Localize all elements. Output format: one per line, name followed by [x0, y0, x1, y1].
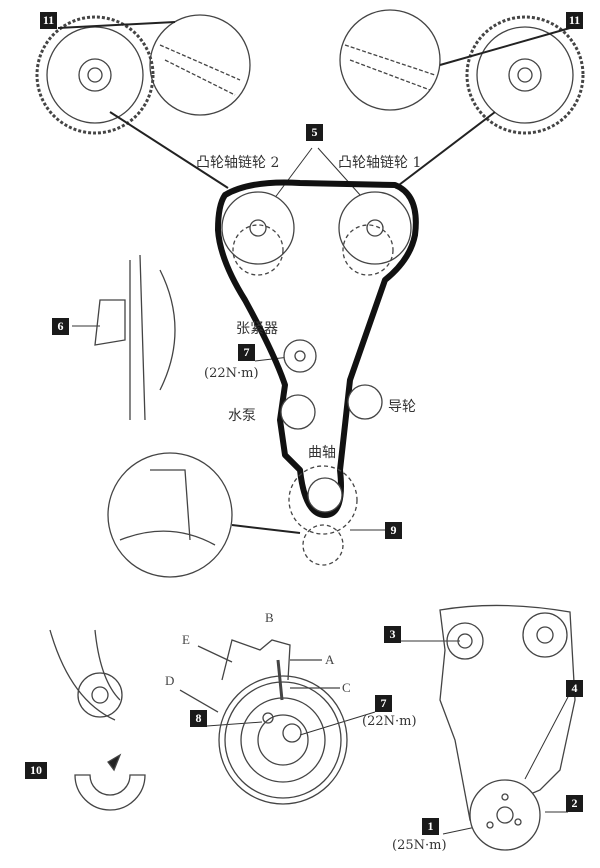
- crank-tool-detail: [49, 629, 146, 811]
- label-crankshaft: 曲轴: [308, 445, 336, 461]
- callout-2: 2: [566, 795, 583, 812]
- callout-7-bottom: 7: [375, 695, 392, 712]
- callout-9: 9: [385, 522, 402, 539]
- callout-10: 10: [25, 762, 47, 779]
- leader-lines: [57, 21, 571, 189]
- label-tensioner-torque-detail: (22N·m): [362, 714, 417, 729]
- letter-b: B: [265, 610, 274, 625]
- label-water-pump: 水泵: [228, 408, 256, 424]
- tensioner-side-detail: [94, 254, 176, 421]
- label-tensioner-torque: (22N·m): [204, 366, 259, 381]
- callout-11-right: 11: [566, 12, 583, 29]
- label-idler: 导轮: [388, 399, 416, 415]
- letter-d: D: [165, 673, 175, 688]
- callout-5: 5: [306, 124, 323, 141]
- cam-sprocket-detail-left: [35, 14, 251, 135]
- letter-a: A: [325, 652, 335, 667]
- callout-4: 4: [566, 680, 583, 697]
- callout-8: 8: [190, 710, 207, 727]
- timing-cover: [439, 604, 576, 851]
- callout-7-top: 7: [238, 344, 255, 361]
- callout-1: 1: [422, 818, 439, 835]
- cam-sprocket-detail-right: [339, 9, 585, 135]
- label-cam-sprocket-1: 凸轮轴链轮 1: [338, 155, 422, 171]
- letter-c: C: [342, 680, 351, 695]
- callout-3: 3: [384, 626, 401, 643]
- callout-6: 6: [52, 318, 69, 335]
- timing-belt: [215, 179, 419, 518]
- callout-11-left: 11: [40, 12, 57, 29]
- tensioner-detail: [179, 639, 348, 805]
- label-cam-sprocket-2: 凸轮轴链轮 2: [196, 155, 280, 171]
- letter-e: E: [182, 632, 190, 647]
- label-tensioner: 张紧器: [236, 321, 278, 337]
- sprockets: [221, 191, 412, 566]
- label-crank-bolt-torque: (25N·m): [392, 838, 447, 853]
- crank-mark-detail: [107, 452, 301, 578]
